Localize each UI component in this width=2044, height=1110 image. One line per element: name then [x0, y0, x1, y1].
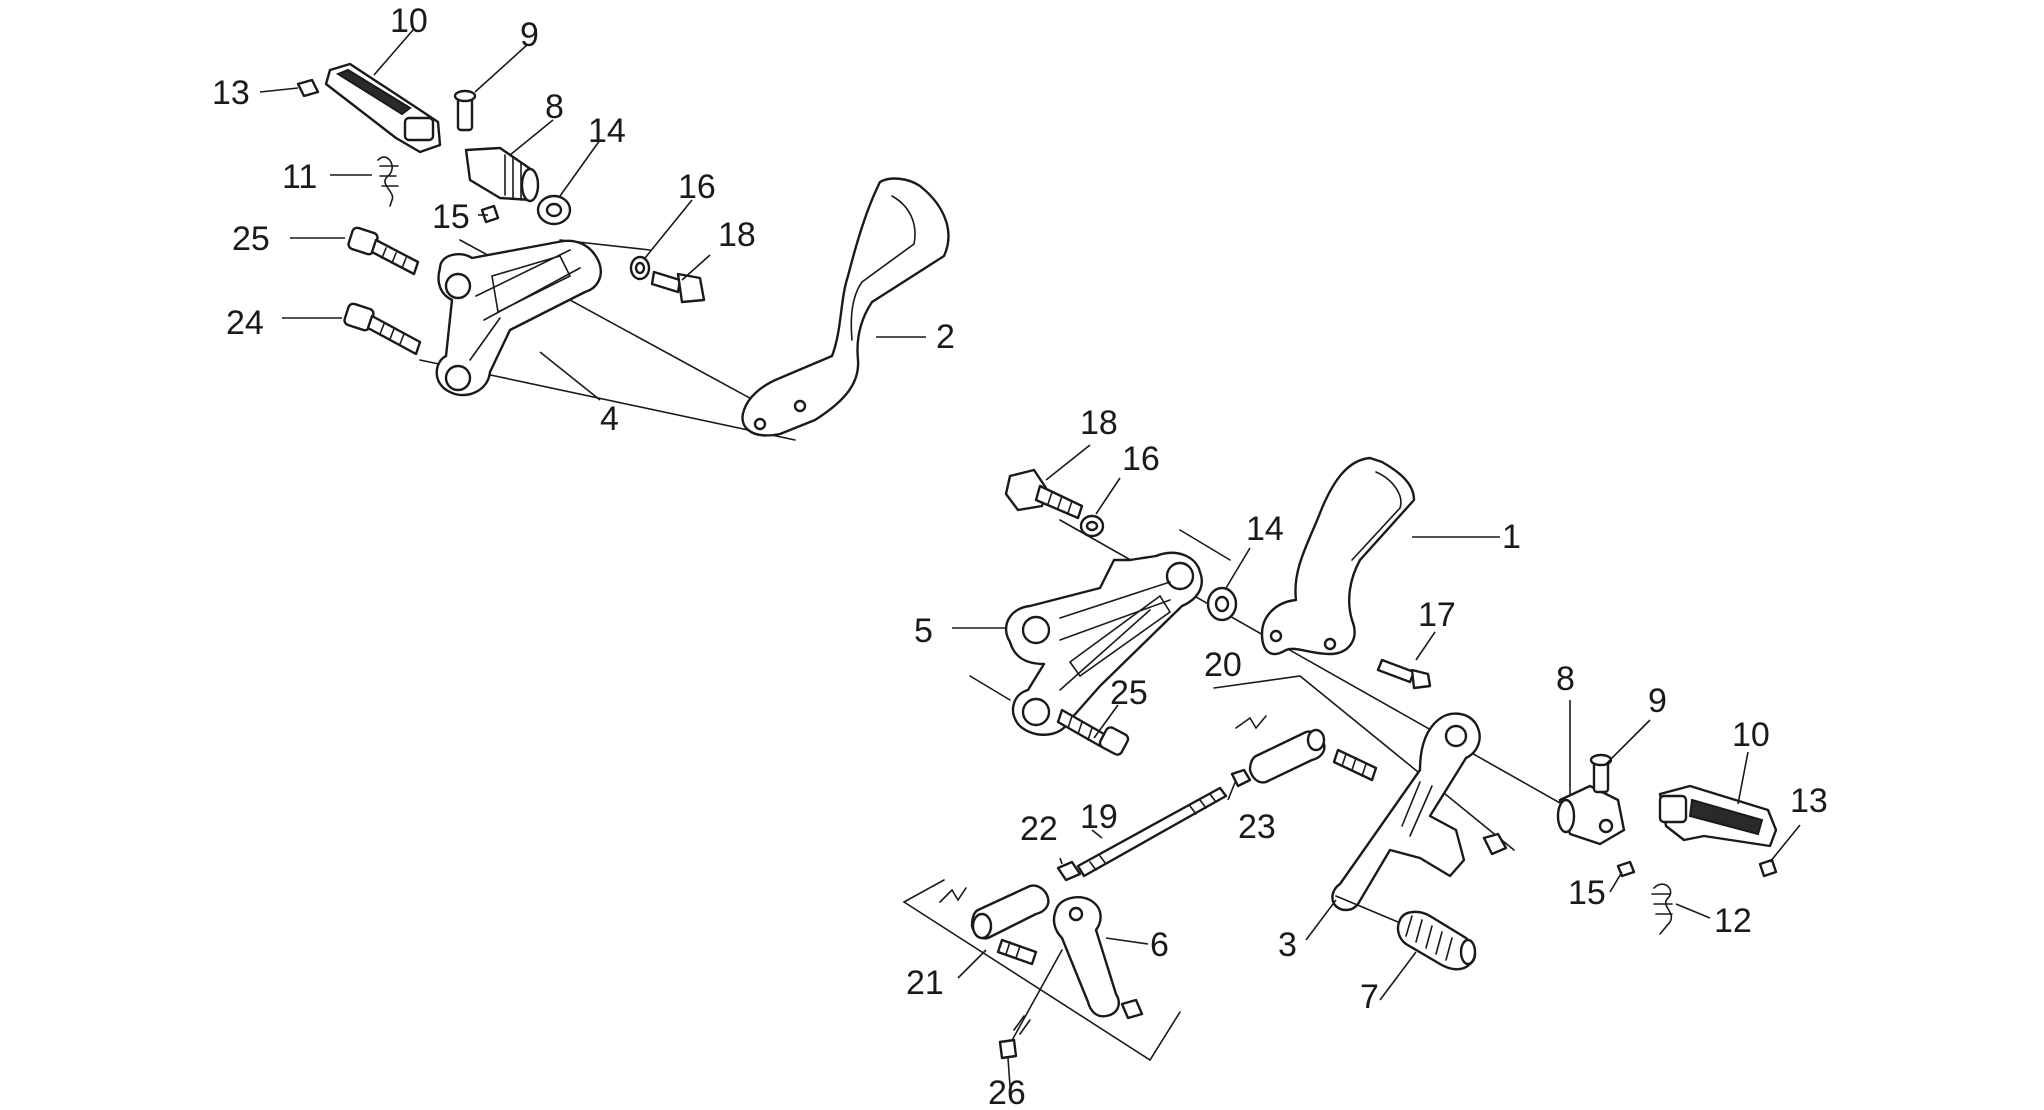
callout-16-left: 16 [678, 168, 716, 206]
right-cotter-pin-part-20 [1235, 715, 1267, 730]
left-heel-guard-part-2 [741, 177, 950, 437]
right-screw-part-26 [998, 949, 1063, 1060]
callout-11: 11 [282, 158, 317, 196]
left-pin-part-9 [453, 89, 477, 132]
right-linkage-frame-lines [903, 675, 1515, 1062]
callout-24: 24 [226, 304, 264, 342]
left-screw-part-13 [296, 78, 320, 98]
callout-12: 12 [1714, 902, 1752, 940]
left-footpeg-part-10 [324, 62, 442, 154]
right-sleeve-part-21 [970, 884, 1050, 940]
left-spring-part-11 [377, 156, 399, 207]
callout-labels: 10 9 13 8 14 11 16 15 18 25 24 2 4 18 16… [212, 2, 1828, 1110]
callout-22: 22 [1020, 810, 1058, 848]
right-bolt-part-18 [1004, 468, 1084, 520]
callout-17: 17 [1418, 596, 1456, 634]
right-pivot-part-8 [1556, 784, 1626, 846]
callout-8-right: 8 [1556, 660, 1575, 698]
left-clip-part-15 [480, 204, 500, 224]
right-linkage-bolt [996, 938, 1144, 1020]
right-heel-guard-part-1 [1260, 456, 1416, 656]
right-lever-bolt [1332, 748, 1508, 856]
right-screw-part-13 [1758, 858, 1778, 878]
callout-14-left: 14 [588, 112, 626, 150]
callout-19: 19 [1080, 798, 1118, 836]
right-shift-peg-part-7 [1396, 910, 1477, 971]
callout-18-left: 18 [718, 216, 756, 254]
right-screw-part-17 [1376, 658, 1432, 690]
right-sleeve-part-23 [1248, 728, 1326, 784]
right-leader-lines [952, 444, 1801, 1087]
callout-8-left: 8 [545, 88, 564, 126]
right-pin-part-9 [1589, 753, 1613, 794]
callout-9-left: 9 [520, 16, 539, 54]
left-bolt-part-25 [347, 226, 420, 276]
right-rod-part-19 [1076, 786, 1228, 878]
right-footpeg-part-10 [1658, 784, 1778, 848]
callout-5: 5 [914, 612, 933, 650]
left-washer-part-16 [629, 255, 651, 281]
left-bolt-part-24 [343, 302, 422, 356]
callout-2: 2 [936, 318, 955, 356]
callout-1: 1 [1502, 518, 1521, 556]
callout-13-left: 13 [212, 74, 250, 112]
left-bolt-part-18 [650, 270, 706, 304]
right-washer-part-14 [1206, 586, 1238, 622]
right-washer-part-16 [1079, 514, 1105, 538]
callout-21: 21 [906, 964, 944, 1002]
left-pivot-part-8 [464, 146, 540, 203]
right-shift-lever-part-3 [1331, 712, 1481, 923]
callout-15-right: 15 [1568, 874, 1606, 912]
callout-16-right: 16 [1122, 440, 1160, 478]
right-bracket-part-5 [1004, 551, 1203, 736]
callout-14-right: 14 [1246, 510, 1284, 548]
callout-4: 4 [600, 400, 619, 438]
callout-10-left: 10 [390, 2, 428, 40]
right-nut-part-22 [1056, 860, 1082, 882]
left-leader-lines [259, 29, 926, 401]
callout-26: 26 [988, 1074, 1026, 1110]
callout-15-left: 15 [432, 198, 470, 236]
callout-7: 7 [1360, 978, 1379, 1016]
callout-13-right: 13 [1790, 782, 1828, 820]
callout-25-right: 25 [1110, 674, 1148, 712]
left-bracket-part-4 [435, 239, 602, 397]
right-cotter-pin-part-21 [939, 887, 967, 903]
right-spring-part-12 [1651, 883, 1673, 935]
right-linkage-arm-part-6 [1052, 896, 1120, 1018]
callout-9-right: 9 [1648, 682, 1667, 720]
callout-25-left: 25 [232, 220, 270, 258]
callout-20: 20 [1204, 646, 1242, 684]
callout-6: 6 [1150, 926, 1169, 964]
right-bolt-part-25 [1056, 708, 1130, 756]
left-washer-part-14 [536, 194, 572, 226]
callout-10-right: 10 [1732, 716, 1770, 754]
callout-3: 3 [1278, 926, 1297, 964]
callout-23: 23 [1238, 808, 1276, 846]
callout-18-right: 18 [1080, 404, 1118, 442]
